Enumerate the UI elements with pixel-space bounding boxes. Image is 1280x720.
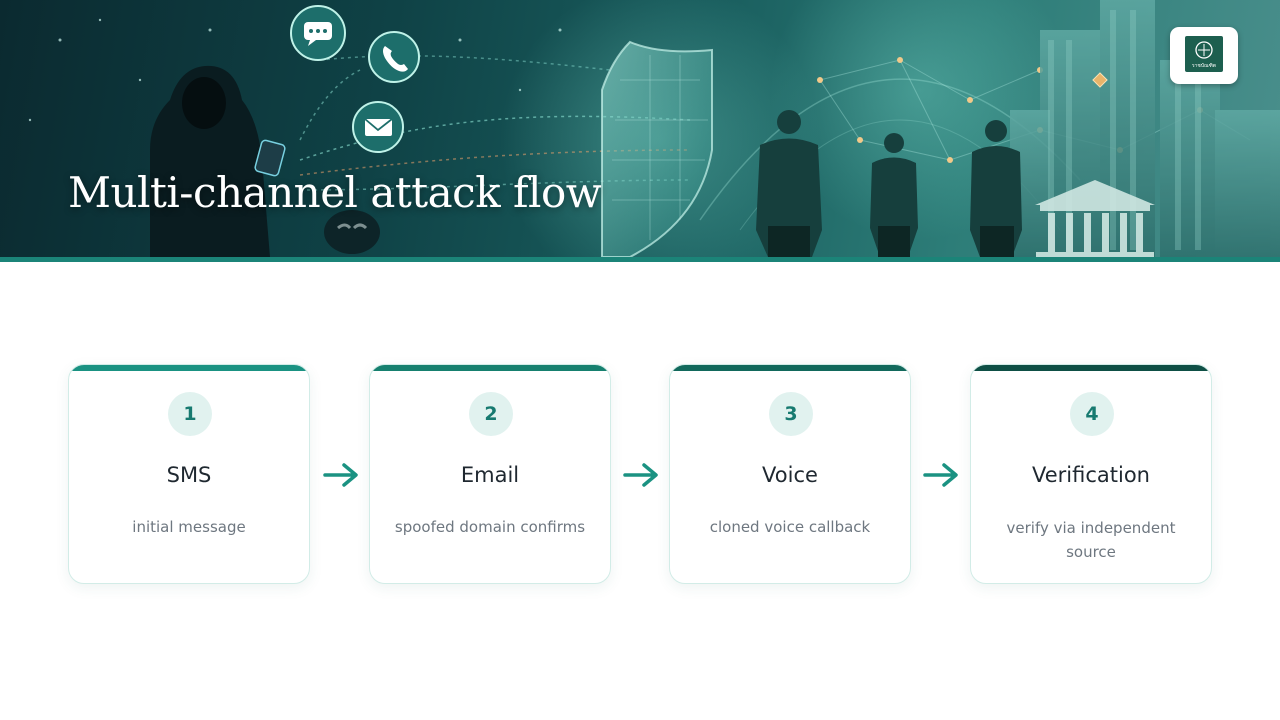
card-accent-bar <box>670 365 910 371</box>
step-title: Email <box>460 463 520 487</box>
arrow-right-icon <box>623 463 658 487</box>
step-description: cloned voice callback <box>709 518 871 536</box>
step-title: SMS <box>166 463 212 487</box>
step-number-badge: 1 <box>168 392 212 436</box>
step-number-badge: 3 <box>769 392 813 436</box>
step-title: Verification <box>1032 463 1150 487</box>
envelope-icon <box>352 101 404 153</box>
header-banner: Multi-channel attack flow ราชบัณฑิต <box>0 0 1280 257</box>
chat-bubble-icon <box>290 5 346 61</box>
organization-logo: ราชบัณฑิต <box>1170 27 1238 84</box>
card-accent-bar <box>971 365 1211 371</box>
step-description: verify via independent source <box>1006 519 1176 561</box>
step-title: Voice <box>762 463 818 487</box>
step-description: initial message <box>132 518 246 536</box>
step-number-badge: 2 <box>469 392 513 436</box>
logo-text: ราชบัณฑิต <box>1191 63 1217 69</box>
step-card-email: 2 Email spoofed domain confirms <box>369 364 611 584</box>
phone-icon <box>368 31 420 83</box>
arrow-right-icon <box>323 463 358 487</box>
page-title: Multi-channel attack flow <box>68 168 602 217</box>
banner-divider <box>0 257 1280 262</box>
step-card-verification: 4 Verification verify via independent so… <box>970 364 1212 584</box>
card-accent-bar <box>370 365 610 371</box>
card-accent-bar <box>69 365 309 371</box>
organization-logo-icon: ราชบัณฑิต <box>1185 36 1223 72</box>
step-description: spoofed domain confirms <box>394 518 586 536</box>
step-number-badge: 4 <box>1070 392 1114 436</box>
arrow-right-icon <box>923 463 958 487</box>
step-card-sms: 1 SMS initial message <box>68 364 310 584</box>
step-card-voice: 3 Voice cloned voice callback <box>669 364 911 584</box>
cyber-security-illustration <box>28 0 1280 257</box>
